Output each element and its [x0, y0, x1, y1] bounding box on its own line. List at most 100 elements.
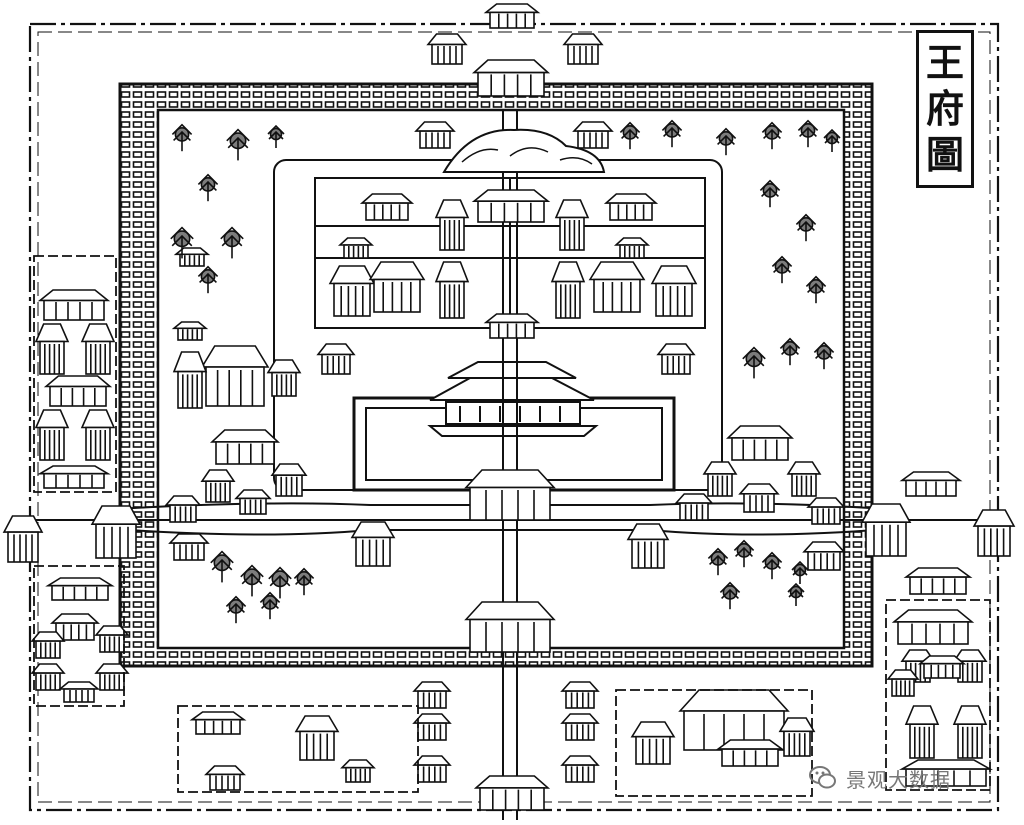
building — [2, 515, 44, 563]
building — [471, 189, 551, 223]
tree — [771, 255, 793, 284]
building — [414, 121, 456, 149]
building — [726, 425, 794, 461]
building — [49, 613, 101, 641]
tree — [197, 265, 219, 294]
building — [560, 681, 600, 709]
building — [483, 3, 541, 29]
tree — [220, 226, 244, 259]
building — [340, 759, 376, 783]
building — [886, 669, 920, 697]
building — [94, 625, 130, 653]
building — [172, 351, 208, 409]
building — [350, 521, 396, 567]
building — [328, 265, 376, 317]
tree — [787, 582, 805, 606]
building — [57, 681, 101, 703]
building — [554, 199, 590, 251]
tree — [225, 595, 247, 624]
building — [168, 533, 210, 561]
building — [656, 343, 696, 375]
map-title: 王 府 圖 — [916, 30, 974, 188]
building — [189, 711, 247, 735]
building — [316, 343, 356, 375]
building — [562, 33, 604, 65]
building — [464, 601, 556, 653]
tree — [761, 121, 783, 150]
building — [778, 717, 816, 757]
building — [266, 359, 302, 397]
building — [802, 541, 846, 571]
building — [294, 715, 340, 761]
building — [952, 649, 988, 683]
building — [917, 655, 967, 679]
building-group — [2, 3, 1016, 811]
tree — [797, 119, 819, 148]
building — [34, 409, 70, 461]
tree — [619, 121, 641, 150]
building — [715, 739, 785, 767]
building — [738, 483, 780, 513]
side-annexes — [33, 255, 991, 797]
building — [200, 469, 236, 503]
building — [471, 59, 551, 97]
tree — [779, 337, 801, 366]
building — [898, 759, 994, 787]
building — [37, 289, 111, 321]
building — [572, 121, 614, 149]
title-char-3: 圖 — [925, 132, 964, 177]
building — [560, 755, 600, 783]
building — [34, 323, 70, 375]
tree — [823, 128, 841, 152]
tree — [715, 127, 737, 156]
hill — [442, 128, 606, 173]
tree — [210, 550, 234, 583]
building — [903, 567, 973, 595]
tree — [259, 591, 281, 620]
building — [171, 321, 209, 341]
building — [952, 705, 988, 759]
building — [200, 345, 270, 407]
building — [412, 681, 452, 709]
building — [209, 429, 281, 465]
building — [464, 469, 556, 521]
main-hall — [427, 361, 599, 437]
building — [434, 261, 470, 319]
building — [426, 33, 468, 65]
tree — [742, 346, 766, 379]
building — [80, 323, 116, 375]
building — [359, 193, 415, 221]
tree — [661, 119, 683, 148]
building — [412, 713, 452, 741]
building — [43, 375, 113, 407]
building — [630, 721, 676, 765]
building — [173, 247, 211, 267]
building — [164, 495, 202, 523]
building — [613, 237, 651, 259]
building — [204, 765, 246, 791]
building — [30, 663, 66, 691]
tree — [171, 123, 193, 152]
tree — [197, 173, 219, 202]
building — [806, 497, 846, 525]
tree — [759, 179, 781, 208]
tree — [267, 124, 285, 148]
title-char-1: 王 — [925, 40, 964, 85]
building — [473, 775, 551, 811]
building — [434, 199, 470, 251]
tree — [226, 128, 250, 161]
watermark: 景观大数据 — [808, 760, 951, 796]
tree — [813, 341, 835, 370]
title-char-2: 府 — [925, 86, 964, 131]
building — [786, 461, 822, 497]
building — [650, 265, 698, 317]
building — [899, 471, 963, 497]
building — [270, 463, 308, 497]
tree — [795, 213, 817, 242]
building — [860, 503, 912, 557]
building — [702, 461, 738, 497]
tree — [719, 581, 741, 610]
tree — [707, 547, 729, 576]
building — [94, 663, 130, 691]
building — [891, 609, 975, 645]
